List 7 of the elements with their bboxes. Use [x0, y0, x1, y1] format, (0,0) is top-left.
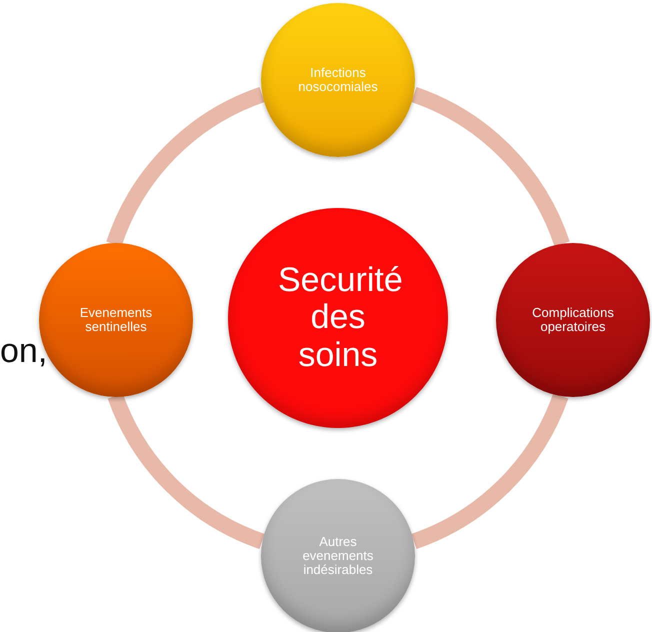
node-label: Complications operatoires: [531, 306, 615, 334]
node-label: Evenements sentinelles: [78, 306, 154, 334]
node-label: Infections nosocomiales: [297, 66, 379, 94]
node-label: Autres evenements indésirables: [302, 534, 374, 578]
ring-connector: [410, 392, 568, 549]
ring-connector: [410, 87, 570, 247]
text-fragment: on,: [0, 332, 48, 371]
